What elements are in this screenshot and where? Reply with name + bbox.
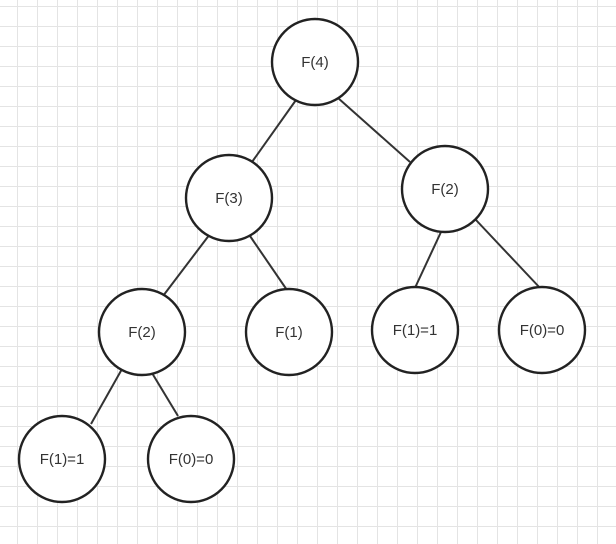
edge-f2-right-f0-right	[475, 219, 542, 290]
node-f4: F(4)	[270, 17, 360, 107]
node-f1-left: F(1)=1	[17, 414, 107, 504]
node-f1-mid-label: F(1)	[275, 324, 303, 341]
edge-f2-left-f1-left	[90, 368, 123, 425]
node-f2-right: F(2)	[400, 144, 490, 234]
node-f0-left-label: F(0)=0	[169, 451, 214, 468]
node-f2-right-label: F(2)	[431, 181, 459, 198]
node-f1-right: F(1)=1	[370, 285, 460, 375]
node-f0-right-label: F(0)=0	[520, 322, 565, 339]
node-f2-left-label: F(2)	[128, 324, 156, 341]
node-f1-right-label: F(1)=1	[393, 322, 438, 339]
node-f1-mid: F(1)	[244, 287, 334, 377]
node-f4-label: F(4)	[301, 54, 329, 71]
node-f0-left: F(0)=0	[146, 414, 236, 504]
node-f3: F(3)	[184, 153, 274, 243]
node-f1-left-label: F(1)=1	[40, 451, 85, 468]
node-f3-label: F(3)	[215, 190, 243, 207]
node-f2-left: F(2)	[97, 287, 187, 377]
edge-f3-f1-mid	[249, 235, 290, 294]
edge-f3-f2-left	[162, 233, 211, 297]
node-f0-right: F(0)=0	[497, 285, 587, 375]
edge-f4-f2-right	[337, 97, 411, 163]
edge-f2-left-f0-left	[151, 372, 179, 417]
edge-f4-f3	[251, 99, 297, 163]
edges	[90, 97, 542, 425]
edge-f2-right-f1-right	[413, 231, 442, 291]
